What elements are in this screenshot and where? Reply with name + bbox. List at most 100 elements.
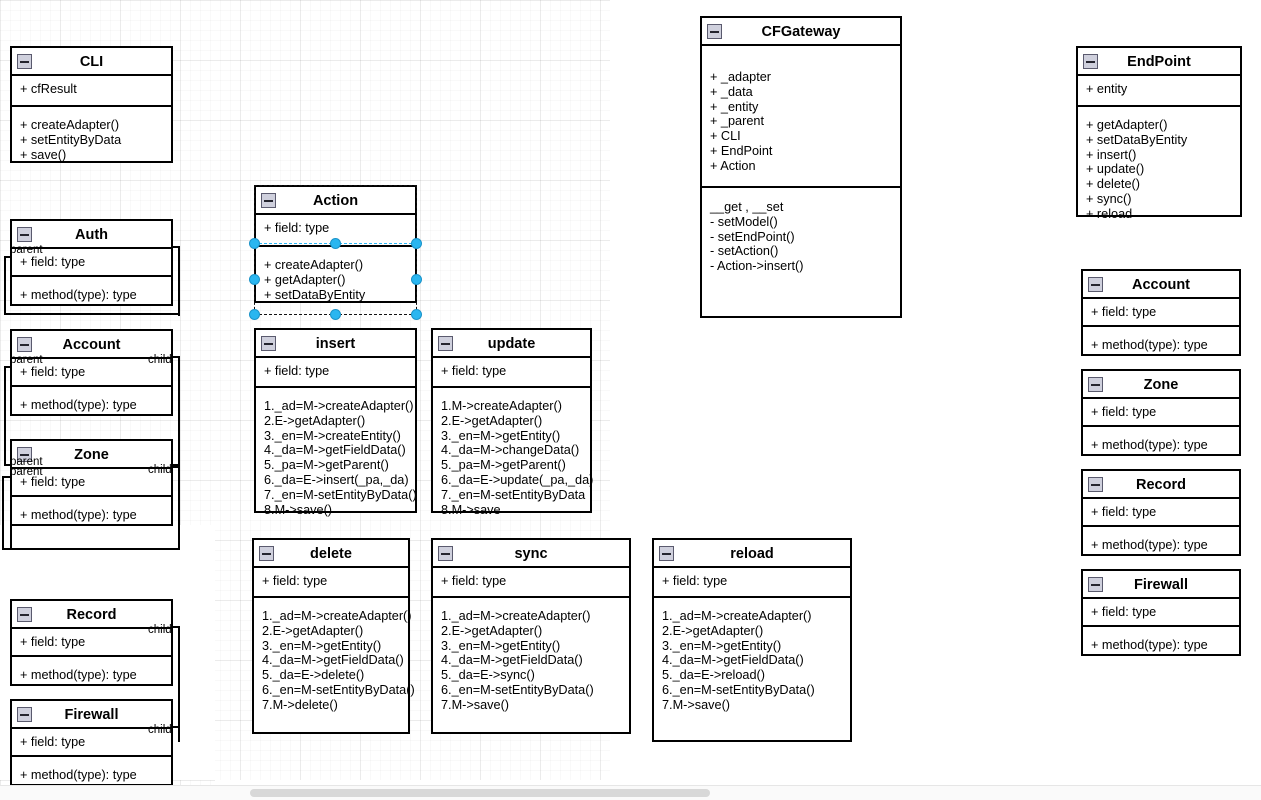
class-title: EndPoint <box>1127 54 1191 70</box>
class-method-row: 3._en=M->getEntity() <box>662 638 782 653</box>
class-method-row: 7._en=M-setEntityByData <box>441 487 586 502</box>
minus-box-icon[interactable] <box>17 607 32 622</box>
class-method-row: 4._da=M->getFieldData() <box>262 653 404 668</box>
minus-box-icon[interactable] <box>17 227 32 242</box>
class-attribute-row: + field: type <box>1091 605 1157 619</box>
edge-label-zone-parent-1: parent <box>10 456 43 468</box>
class-methods: + getAdapter() + setDataByEntity + inser… <box>1078 107 1240 228</box>
class-attribute-row: + field: type <box>441 364 507 378</box>
class-box-zone-right[interactable]: Zone + field: type + method(type): type <box>1081 369 1241 456</box>
class-method-row: + getAdapter() <box>1086 118 1168 132</box>
class-method-row: + createAdapter() <box>20 118 120 132</box>
class-method-row: __get , __set <box>710 200 784 214</box>
minus-box-icon[interactable] <box>1088 377 1103 392</box>
class-box-insert[interactable]: insert + field: type 1._ad=M->createAdap… <box>254 328 417 517</box>
class-attribute-row: + field: type <box>1091 505 1157 519</box>
class-box-sync[interactable]: sync + field: type 1._ad=M->createAdapte… <box>431 538 631 734</box>
class-attribute-row: + CLI <box>710 129 741 144</box>
class-method-row: + method(type): type <box>1091 638 1208 652</box>
class-header-zone-right: Zone <box>1083 371 1239 399</box>
connector-record-right-v <box>178 626 180 742</box>
class-header-update: update <box>433 330 590 358</box>
class-method-row: + getAdapter() <box>264 272 346 287</box>
selection-handle-right-mid-upper[interactable] <box>411 238 422 249</box>
class-box-record-right[interactable]: Record + field: type + method(type): typ… <box>1081 469 1241 556</box>
minus-box-icon[interactable] <box>438 546 453 561</box>
edge-label-zone-parent-2: parent <box>10 466 43 478</box>
class-box-endpoint[interactable]: EndPoint + entity + getAdapter() + setDa… <box>1076 46 1242 221</box>
class-attribute-row: + field: type <box>264 364 330 378</box>
minus-box-icon[interactable] <box>659 546 674 561</box>
class-title: reload <box>730 546 774 562</box>
class-header-record-right: Record <box>1083 471 1239 499</box>
class-methods: + method(type): type <box>12 657 171 689</box>
class-attributes: + field: type <box>433 358 590 388</box>
minus-box-icon[interactable] <box>438 336 453 351</box>
selection-handle-bottom-left[interactable] <box>249 309 260 320</box>
minus-box-icon[interactable] <box>17 447 32 462</box>
class-box-firewall-right[interactable]: Firewall + field: type + method(type): t… <box>1081 569 1241 656</box>
edge-label-account-parent: parent <box>10 354 43 366</box>
minus-box-icon[interactable] <box>707 24 722 39</box>
minus-box-icon[interactable] <box>1088 477 1103 492</box>
class-method-row: + save() <box>20 147 67 162</box>
class-box-update[interactable]: update + field: type 1.M->createAdapter(… <box>431 328 594 517</box>
class-attributes: + field: type <box>12 469 171 497</box>
class-method-row: 4._da=M->getFieldData() <box>441 653 583 668</box>
class-method-row: 5._da=E->delete() <box>262 668 365 683</box>
class-attributes: + field: type <box>12 359 171 387</box>
horizontal-scrollbar-thumb[interactable] <box>250 789 710 797</box>
minus-box-icon[interactable] <box>17 337 32 352</box>
horizontal-scrollbar-track[interactable] <box>0 785 1261 800</box>
class-method-row: 8.M->save <box>441 502 501 517</box>
class-attributes: + field: type <box>256 358 415 388</box>
class-box-zone-left[interactable]: Zone + field: type + method(type): type <box>10 439 173 526</box>
class-method-row: + setEntityByData <box>20 132 122 147</box>
class-box-reload[interactable]: reload + field: type 1._ad=M->createAdap… <box>652 538 852 742</box>
minus-box-icon[interactable] <box>1088 277 1103 292</box>
selection-handle-top-center[interactable] <box>330 238 341 249</box>
selection-handle-right-mid[interactable] <box>411 274 422 285</box>
selection-handle-bottom-right[interactable] <box>411 309 422 320</box>
class-methods: 1._ad=M->createAdapter() 2.E->getAdapter… <box>654 598 850 719</box>
class-header-account-left: Account <box>12 331 171 359</box>
class-method-row: 2.E->getAdapter() <box>441 623 543 638</box>
minus-box-icon[interactable] <box>17 707 32 722</box>
selection-handle-left-mid-upper[interactable] <box>249 238 260 249</box>
class-box-cli[interactable]: CLI + cfResult + createAdapter() + setEn… <box>10 46 173 163</box>
class-methods: 1._ad=M->createAdapter() 2.E->getAdapter… <box>256 388 417 523</box>
minus-box-icon[interactable] <box>261 336 276 351</box>
class-method-row: 7.M->save() <box>662 697 731 712</box>
class-method-row: 7._en=M-setEntityByData() <box>264 487 417 502</box>
selection-handle-left-mid[interactable] <box>249 274 260 285</box>
class-methods: + method(type): type <box>12 277 171 309</box>
class-title: Firewall <box>1134 577 1188 593</box>
class-box-delete[interactable]: delete + field: type 1._ad=M->createAdap… <box>252 538 415 734</box>
class-attributes: + cfResult <box>12 76 171 107</box>
class-method-row: 5._pa=M->getParent() <box>441 458 566 473</box>
class-method-row: - Action->insert() <box>710 259 804 274</box>
class-box-auth[interactable]: Auth + field: type + method(type): type <box>10 219 173 306</box>
class-method-row: + method(type): type <box>20 398 137 412</box>
minus-box-icon[interactable] <box>1083 54 1098 69</box>
class-header-firewall-right: Firewall <box>1083 571 1239 599</box>
minus-box-icon[interactable] <box>259 546 274 561</box>
class-attribute-row: + field: type <box>262 574 328 588</box>
class-method-row: 6._da=E->update(_pa,_da) <box>441 472 594 487</box>
class-box-account-left[interactable]: Account + field: type + method(type): ty… <box>10 329 173 416</box>
minus-box-icon[interactable] <box>1088 577 1103 592</box>
class-method-row: - setModel() <box>710 214 778 229</box>
class-attribute-row: + field: type <box>20 255 86 269</box>
minus-box-icon[interactable] <box>261 193 276 208</box>
class-header-delete: delete <box>254 540 408 568</box>
minus-box-icon[interactable] <box>17 54 32 69</box>
class-attributes: + field: type <box>1083 499 1239 527</box>
class-header-endpoint: EndPoint <box>1078 48 1240 76</box>
class-method-row: 1.M->createAdapter() <box>441 399 562 413</box>
class-box-firewall-left[interactable]: Firewall + field: type + method(type): t… <box>10 699 173 786</box>
selection-handle-bottom-center[interactable] <box>330 309 341 320</box>
class-box-account-right[interactable]: Account + field: type + method(type): ty… <box>1081 269 1241 356</box>
class-box-cfgateway[interactable]: CFGateway + _adapter + _data + _entity +… <box>700 16 902 318</box>
class-box-record-left[interactable]: Record + field: type + method(type): typ… <box>10 599 173 686</box>
